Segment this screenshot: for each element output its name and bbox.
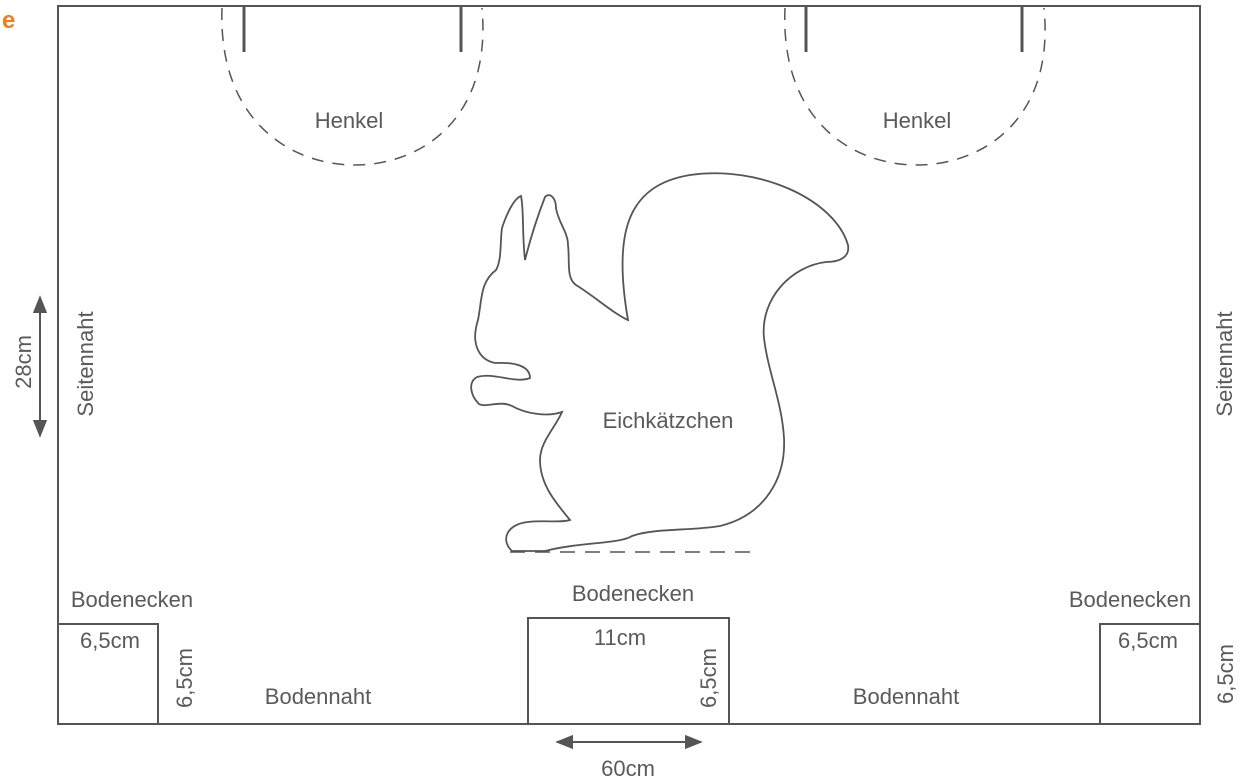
corner-right-height: 6,5cm xyxy=(1213,644,1238,704)
squirrel-applique: Eichkätzchen xyxy=(470,172,850,553)
squirrel-label: Eichkätzchen xyxy=(603,408,734,433)
bottom-center-cutout: Bodenecken 11cm 6,5cm xyxy=(527,581,730,725)
corner-left-height: 6,5cm xyxy=(172,648,197,708)
side-seam-right-label: Seitennaht xyxy=(1212,311,1237,416)
corners-left-label: Bodenecken xyxy=(71,587,193,612)
corners-right-label: Bodenecken xyxy=(1069,587,1191,612)
bottom-seam-right-label: Bodennaht xyxy=(853,684,959,709)
corner-left-width: 6,5cm xyxy=(80,628,140,653)
center-height: 6,5cm xyxy=(696,648,721,708)
pattern-outline xyxy=(57,5,1201,725)
handle-left-label: Henkel xyxy=(315,108,383,133)
handle-right: Henkel xyxy=(784,7,1046,166)
bottom-seam-left-label: Bodennaht xyxy=(265,684,371,709)
height-dimension-label: 28cm xyxy=(11,335,36,389)
cropped-heading-letter: e xyxy=(2,7,15,34)
width-dimension: 60cm xyxy=(555,734,703,781)
handle-left: Henkel xyxy=(221,7,484,166)
bottom-corner-right: Bodenecken 6,5cm 6,5cm xyxy=(1069,587,1238,725)
corners-center-label: Bodenecken xyxy=(572,581,694,606)
bottom-corner-left: Bodenecken 6,5cm 6,5cm xyxy=(57,587,197,725)
center-width: 11cm xyxy=(594,625,646,650)
height-dimension: 28cm xyxy=(11,295,48,438)
squirrel-outline xyxy=(470,172,850,552)
corner-right-width: 6,5cm xyxy=(1118,628,1178,653)
handle-right-label: Henkel xyxy=(883,108,951,133)
side-seam-left-label: Seitennaht xyxy=(73,311,98,416)
width-dimension-label: 60cm xyxy=(601,756,655,781)
